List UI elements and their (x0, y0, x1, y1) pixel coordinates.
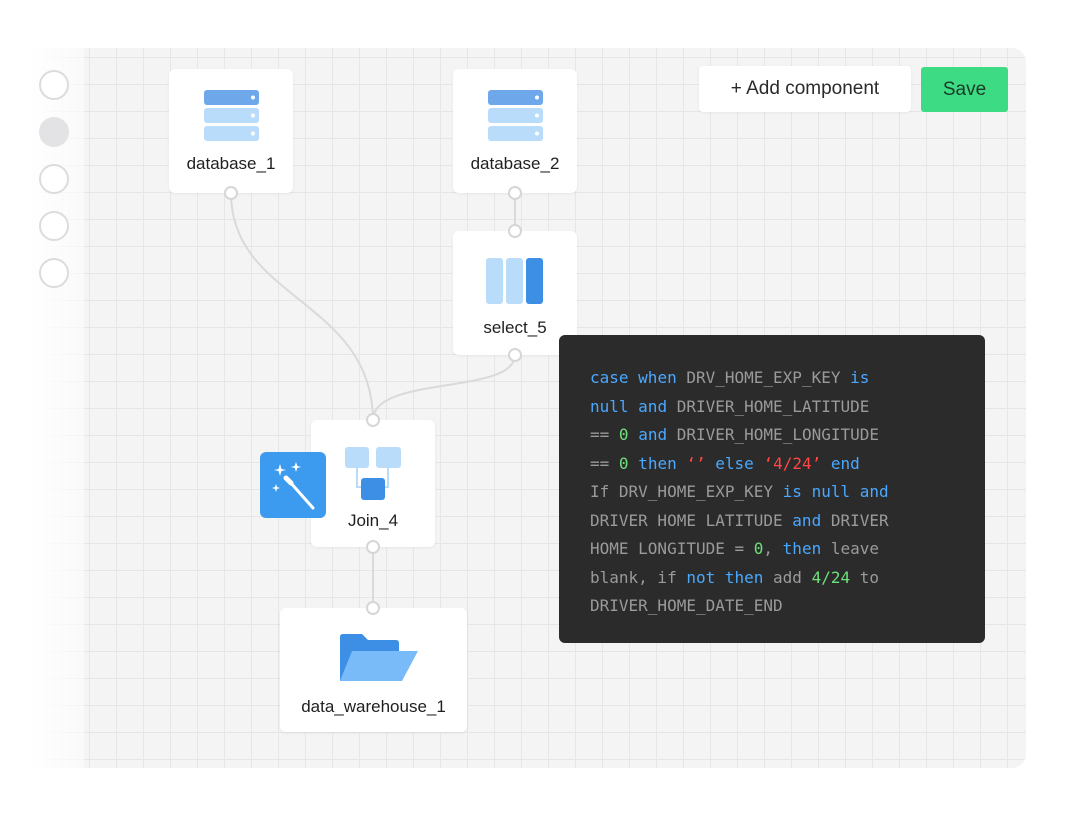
code-line: HOME LONGITUDE = 0, then leave (590, 535, 985, 564)
code-token: end (830, 453, 860, 473)
code-line: == 0 and DRIVER_HOME_LONGITUDE (590, 421, 985, 450)
code-token: 0 (618, 453, 629, 473)
code-token: and (859, 482, 889, 501)
code-token (677, 454, 687, 473)
node-join-4[interactable]: Join_4 (311, 413, 435, 554)
input-port[interactable] (366, 601, 380, 615)
node-label: Join_4 (347, 511, 399, 530)
rail-button-2[interactable] (39, 117, 69, 147)
code-line: DRIVER_HOME_DATE_END (590, 592, 985, 621)
magic-wand-button[interactable] (260, 452, 326, 518)
code-token (715, 568, 725, 587)
output-port[interactable] (224, 186, 238, 200)
columns-icon (486, 258, 543, 304)
code-token: null (811, 482, 851, 501)
code-line: If DRV_HOME_EXP_KEY is null and (590, 478, 985, 507)
code-token: not (686, 567, 716, 587)
code-token: DRIVER_HOME_DATE_END (590, 596, 783, 615)
database-icon (488, 90, 543, 141)
code-token: 4/24 (811, 567, 851, 587)
code-line: == 0 then ‘’ else ‘4/24’ end (590, 450, 985, 479)
code-token: when (638, 368, 677, 387)
code-token (821, 454, 831, 473)
edge-select5-join4 (372, 354, 516, 421)
code-token: is (850, 368, 870, 387)
code-token: then (724, 567, 764, 587)
node-label: database_2 (470, 154, 560, 173)
code-line: blank, if not then add 4/24 to (590, 564, 985, 593)
rail-button-4[interactable] (39, 211, 69, 241)
code-token: leave (821, 539, 879, 558)
input-port[interactable] (508, 224, 522, 238)
code-token: then (782, 539, 822, 558)
code-token: DRIVER (821, 510, 889, 530)
output-port[interactable] (366, 540, 380, 554)
node-database-2[interactable]: database_2 (453, 69, 577, 200)
folder-icon (340, 634, 418, 681)
code-token (754, 454, 764, 473)
code-token: 0 (618, 425, 629, 444)
code-token: case (590, 368, 629, 387)
code-token: ‘4/24’ (763, 453, 822, 473)
code-line: case when DRV_HOME_EXP_KEY is (590, 364, 985, 393)
output-port[interactable] (508, 348, 522, 362)
code-token (802, 482, 812, 501)
node-label: select_5 (483, 318, 547, 337)
code-token: == (590, 453, 619, 473)
code-token (629, 425, 639, 444)
output-port[interactable] (508, 186, 522, 200)
code-token: then (638, 453, 677, 473)
join-icon (345, 447, 401, 500)
code-token (629, 368, 639, 387)
code-token: DRIVER HOME LATITUDE (590, 510, 793, 530)
code-token: else (715, 453, 754, 473)
input-port[interactable] (366, 413, 380, 427)
code-token: == (590, 425, 619, 444)
code-token: HOME LONGITUDE = (590, 539, 754, 558)
code-token: and (638, 396, 668, 416)
code-token: null (590, 396, 629, 416)
code-token: ‘’ (686, 453, 706, 473)
code-line: null and DRIVER_HOME_LATITUDE (590, 393, 985, 422)
code-token (629, 454, 639, 473)
code-token: and (638, 425, 668, 444)
node-data-warehouse-1[interactable]: data_warehouse_1 (280, 601, 467, 732)
code-token: , (763, 539, 783, 558)
rail-button-5[interactable] (39, 258, 69, 288)
node-label: data_warehouse_1 (301, 697, 446, 716)
rail-button-1[interactable] (39, 70, 69, 100)
node-label: database_1 (186, 154, 276, 173)
code-token: add (763, 567, 812, 587)
code-token: blank, if (590, 567, 687, 587)
code-token: DRIVER_HOME_LATITUDE (667, 396, 870, 416)
code-token (850, 482, 860, 501)
node-select-5[interactable]: select_5 (453, 224, 577, 362)
code-line: DRIVER HOME LATITUDE and DRIVER (590, 507, 985, 536)
code-token: is (782, 482, 802, 501)
save-button[interactable]: Save (921, 67, 1008, 112)
code-token (706, 454, 716, 473)
code-token: DRIVER_HOME_LONGITUDE (667, 425, 880, 444)
code-token: DRV_HOME_EXP_KEY (676, 368, 851, 387)
edge-database1-join4 (230, 192, 374, 421)
code-token: 0 (753, 539, 764, 558)
code-token: to (850, 567, 880, 587)
database-icon (204, 90, 259, 141)
code-token: and (792, 510, 822, 530)
code-token (629, 397, 639, 416)
magic-wand-icon (272, 462, 315, 510)
add-component-button[interactable]: + Add component (699, 66, 911, 112)
rail-button-3[interactable] (39, 164, 69, 194)
node-database-1[interactable]: database_1 (169, 69, 293, 200)
code-token: If DRV_HOME_EXP_KEY (590, 482, 783, 501)
